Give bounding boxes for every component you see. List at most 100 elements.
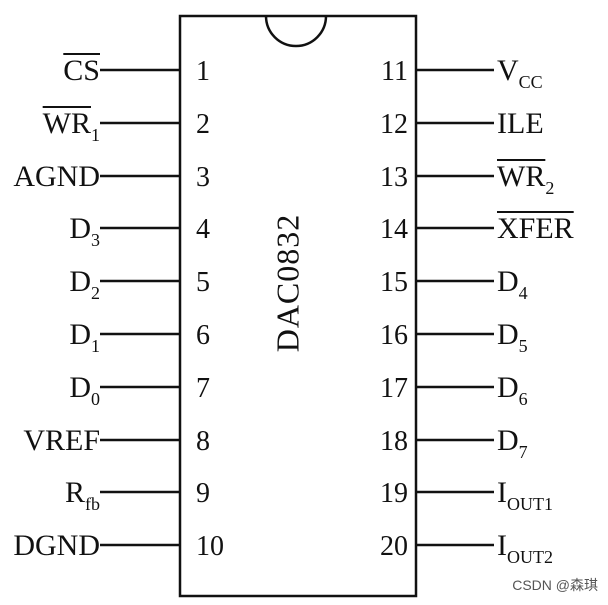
pin-number: 15 [380, 267, 408, 298]
pin-number: 4 [196, 214, 210, 245]
pin-label: D0 [69, 371, 100, 409]
pin-number: 19 [380, 478, 408, 509]
pin-number: 17 [380, 373, 408, 404]
pin-number: 11 [381, 56, 408, 87]
pin-label-subscript: 6 [519, 389, 528, 409]
pin-label-name: CS [63, 54, 100, 87]
pin-label-name: I [497, 529, 507, 562]
pin-label: WR2 [497, 160, 554, 198]
pin-label-name: D [69, 371, 91, 404]
pin-label: Rfb [65, 476, 100, 514]
pin-label-name: V [497, 54, 519, 87]
pin-17: 17 D6 [380, 371, 528, 409]
pin-label: VCC [497, 54, 543, 92]
pin-label-name: D [497, 318, 519, 351]
pin-label-subscript: fb [85, 494, 100, 514]
pin-label: VREF [23, 424, 100, 457]
watermark: CSDN @森琪 [512, 577, 598, 593]
pin-6: 6 D1 [69, 318, 210, 356]
pin-label-name: AGND [13, 160, 100, 193]
pin-number: 14 [380, 214, 408, 245]
pin-label-name: XFER [497, 212, 574, 245]
pin-15: 15 D4 [380, 265, 528, 303]
pin-label-name: VREF [23, 424, 100, 457]
pin-2: 2 WR1 [42, 106, 210, 145]
pin-label-subscript: 5 [519, 336, 528, 356]
pin-number: 2 [196, 109, 210, 140]
pin-number: 16 [380, 320, 408, 351]
pin-label-subscript: 7 [519, 442, 528, 462]
pin-label: D6 [497, 371, 528, 409]
pin-4: 4 D3 [69, 212, 210, 250]
pin-label: AGND [13, 160, 100, 193]
pin-label: D1 [69, 318, 100, 356]
pin-7: 7 D0 [69, 371, 210, 409]
pin-label: ILE [497, 107, 544, 140]
pin-number: 7 [196, 373, 210, 404]
pin-9: 9 Rfb [65, 476, 210, 514]
pin-20: 20 IOUT2 [380, 529, 553, 567]
pin-number: 10 [196, 531, 224, 562]
pin-label-subscript: OUT1 [507, 494, 553, 514]
pin-13: 13 WR2 [380, 159, 554, 198]
pin-number: 6 [196, 320, 210, 351]
pin-label-name: D [497, 424, 519, 457]
pin-label-subscript: 1 [91, 336, 100, 356]
pin-number: 18 [380, 426, 408, 457]
pin-label: WR1 [43, 107, 100, 145]
pin-label: CS [63, 54, 100, 87]
pin-16: 16 D5 [380, 318, 528, 356]
pin-3: 3 AGND [13, 160, 210, 193]
pin-label-name: I [497, 476, 507, 509]
pin-label: D7 [497, 424, 528, 462]
pin-label: D3 [69, 212, 100, 250]
pin-number: 1 [196, 56, 210, 87]
pin-19: 19 IOUT1 [380, 476, 553, 514]
pin-label-name: D [497, 265, 519, 298]
pin-label: DGND [13, 529, 100, 562]
pin-label-subscript: 0 [91, 389, 100, 409]
pin-18: 18 D7 [380, 424, 528, 462]
pin-label-name: D [69, 318, 91, 351]
pin-label-name: D [69, 212, 91, 245]
pin-number: 13 [380, 162, 408, 193]
pin-1: 1 CS [63, 53, 210, 87]
pin-label: IOUT1 [497, 476, 553, 514]
pin-label-subscript: 4 [519, 283, 528, 303]
pin-label: IOUT2 [497, 529, 553, 567]
pin-label-name: D [497, 371, 519, 404]
pin-number: 9 [196, 478, 210, 509]
pin-label-subscript: CC [519, 72, 543, 92]
pin-number: 5 [196, 267, 210, 298]
pin-number: 12 [380, 109, 408, 140]
pin-label-subscript: 3 [91, 230, 100, 250]
pin-10: 10 DGND [13, 529, 224, 562]
pin-number: 20 [380, 531, 408, 562]
pin-number: 8 [196, 426, 210, 457]
pin-label-subscript: 1 [91, 125, 100, 145]
pin-5: 5 D2 [69, 265, 210, 303]
pin-label-name: R [65, 476, 85, 509]
pin-8: 8 VREF [23, 424, 210, 457]
pin-label-name: D [69, 265, 91, 298]
pin-number: 3 [196, 162, 210, 193]
pin-label-name: DGND [13, 529, 100, 562]
chip-body [178, 14, 418, 598]
pin-label-name: ILE [497, 107, 544, 140]
pin-label: D2 [69, 265, 100, 303]
chip-notch [264, 15, 328, 48]
pin-label-subscript: OUT2 [507, 547, 553, 567]
pin-label: XFER [497, 212, 574, 245]
pin-label-subscript: 2 [545, 178, 554, 198]
chip-name: DAC0832 [269, 214, 305, 353]
pin-group: 1CS2WR13AGND4D35D26D17D08VREF9Rfb10DGND1… [13, 53, 574, 567]
pin-11: 11 VCC [381, 54, 543, 92]
pin-label: D4 [497, 265, 528, 303]
pin-14: 14 XFER [380, 211, 574, 245]
pin-12: 12 ILE [380, 107, 544, 140]
pin-label-subscript: 2 [91, 283, 100, 303]
pin-label: D5 [497, 318, 528, 356]
pin-label-name: WR [43, 107, 91, 140]
pin-label-name: WR [497, 160, 545, 193]
